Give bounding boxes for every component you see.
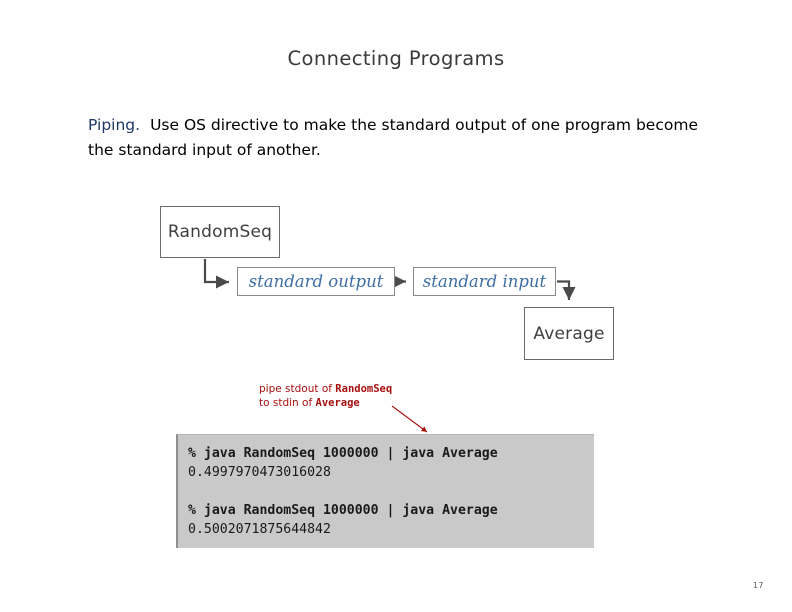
diagram-box-randomseq-label: RandomSeq bbox=[167, 222, 273, 242]
page-number: 17 bbox=[752, 581, 764, 590]
terminal-line-command-1: % java RandomSeq 1000000 | java Average bbox=[188, 446, 498, 461]
pipe-annotation: pipe stdout of RandomSeq to stdin of Ave… bbox=[259, 383, 392, 410]
pipe-annotation-line-2: to stdin of Average bbox=[259, 397, 392, 411]
annotation-line2-prefix: to stdin of bbox=[259, 396, 316, 409]
terminal-transcript: % java RandomSeq 1000000 | java Average … bbox=[176, 434, 594, 548]
pipe-annotation-line-1: pipe stdout of RandomSeq bbox=[259, 383, 392, 397]
annotation-line1-program: RandomSeq bbox=[335, 383, 393, 395]
connector-stdin-to-average bbox=[557, 280, 576, 300]
diagram-box-standard-output: standard output bbox=[237, 267, 395, 296]
diagram-box-standard-output-label: standard output bbox=[248, 272, 384, 291]
annotation-line1-prefix: pipe stdout of bbox=[259, 383, 336, 395]
diagram-box-standard-input-label: standard input bbox=[422, 272, 547, 291]
terminal-line-output-2: 0.5002071875644842 bbox=[188, 522, 331, 537]
piping-keyword: Piping. bbox=[88, 116, 141, 134]
diagram-box-average: Average bbox=[524, 307, 614, 360]
terminal-line-output-1: 0.4997970473016028 bbox=[188, 465, 331, 480]
annotation-line2-program: Average bbox=[315, 396, 360, 409]
diagram-box-standard-input: standard input bbox=[413, 267, 556, 296]
page-title: Connecting Programs bbox=[287, 47, 505, 70]
diagram-box-randomseq: RandomSeq bbox=[160, 206, 280, 258]
annotation-pointer-arrow bbox=[391, 405, 428, 433]
connector-randomseq-to-stdout bbox=[203, 259, 229, 289]
body-description: Use OS directive to make the standard ou… bbox=[88, 116, 698, 159]
terminal-line-command-2: % java RandomSeq 1000000 | java Average bbox=[188, 503, 498, 518]
diagram-box-average-label: Average bbox=[533, 323, 605, 344]
body-paragraph: Piping.Use OS directive to make the stan… bbox=[88, 113, 728, 163]
terminal-line-blank bbox=[188, 482, 594, 501]
